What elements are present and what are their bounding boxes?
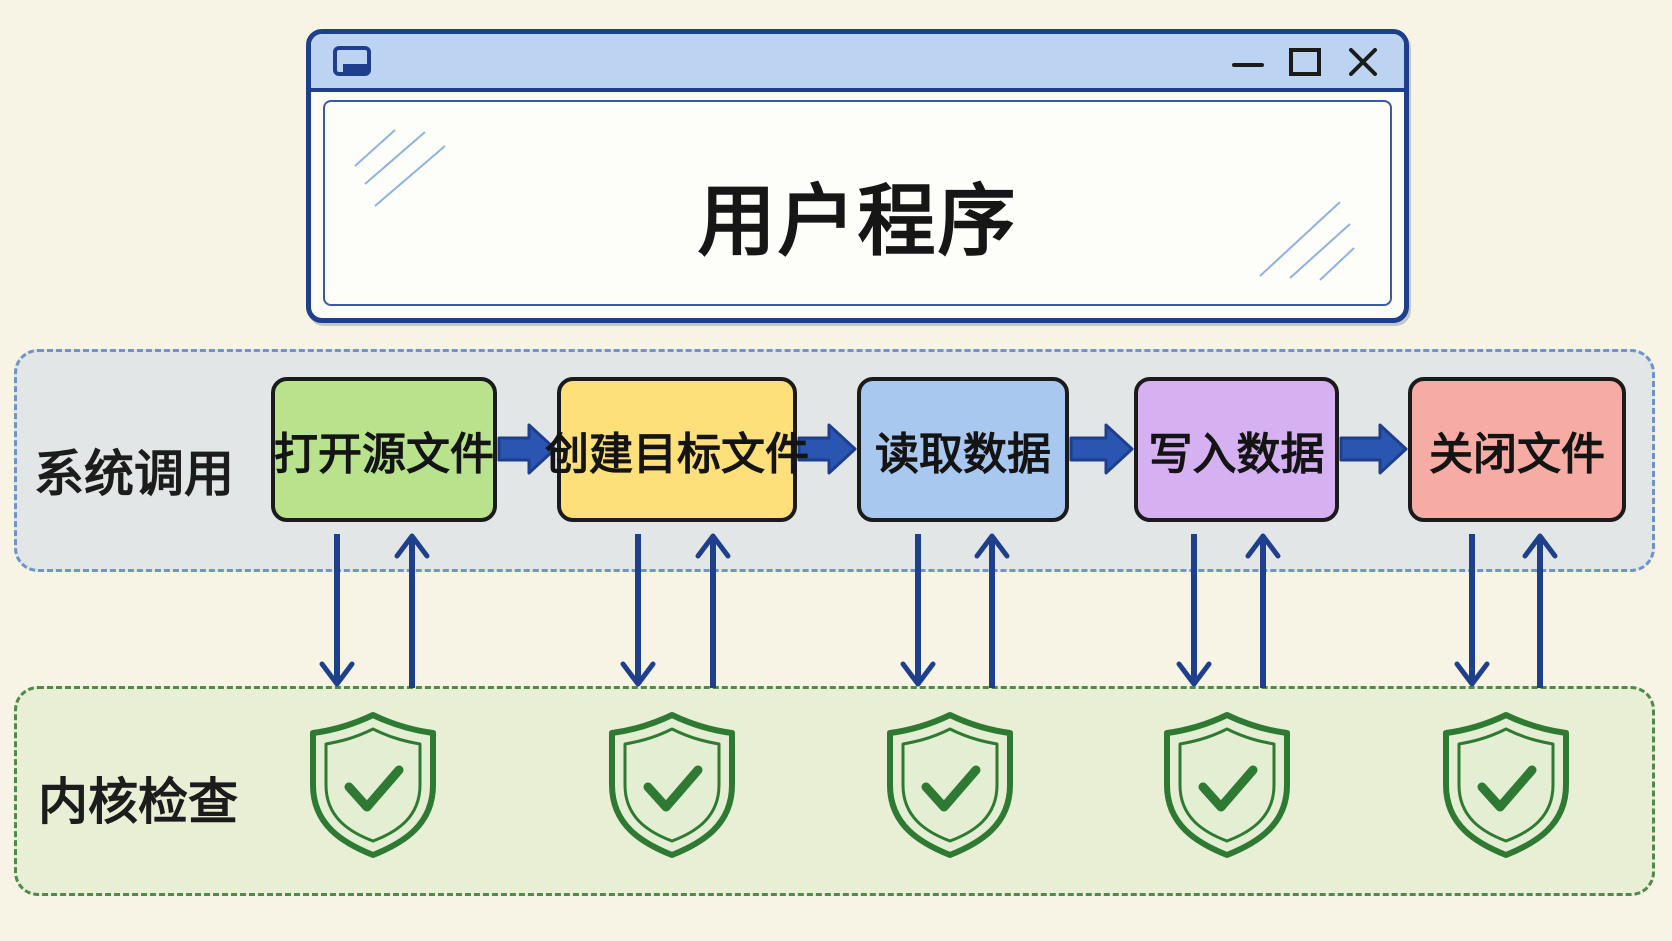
maximize-icon[interactable]: [1287, 46, 1323, 78]
shield-inner-outline: [623, 727, 721, 843]
right-arrow-icon: [797, 423, 857, 475]
up-arrow-head-icon: [1522, 533, 1558, 559]
window-title: 用户程序: [697, 177, 1018, 267]
up-arrow-head-icon: [695, 533, 731, 559]
window-content-area: [323, 100, 1392, 306]
app-window-icon: [333, 46, 371, 76]
shield-icon: [310, 712, 436, 858]
kernel-zone-label: 内核检查: [38, 773, 238, 831]
syscall-zone-label: 系统调用: [34, 445, 234, 503]
shield-icon: [1443, 712, 1569, 858]
user-program-window: 用户程序: [306, 29, 1409, 323]
minimize-icon[interactable]: [1230, 48, 1266, 78]
shield-icon: [1164, 712, 1290, 858]
down-arrow-head-icon: [620, 661, 656, 687]
up-arrow-head-icon: [974, 533, 1010, 559]
right-arrow-icon: [1339, 423, 1408, 475]
down-arrow-head-icon: [319, 661, 355, 687]
shield-icon: [887, 712, 1013, 858]
down-arrow-head-icon: [900, 661, 936, 687]
check-icon: [1477, 765, 1537, 812]
up-arrow-head-icon: [1245, 533, 1281, 559]
up-arrow-head-icon: [394, 533, 430, 559]
step-open-source-file: 打开源文件: [271, 377, 497, 522]
glass-reflection-icon: [1259, 201, 1355, 281]
down-arrow-head-icon: [1454, 661, 1490, 687]
shield-inner-outline: [324, 727, 422, 843]
step-close-file: 关闭文件: [1408, 377, 1626, 522]
glass-reflection-icon: [354, 129, 446, 207]
right-arrow-icon: [497, 423, 557, 475]
kernel-zone: [14, 686, 1655, 896]
step-create-target-file: 创建目标文件: [545, 377, 809, 522]
shield-inner-outline: [1178, 727, 1276, 843]
shield-inner-outline: [901, 727, 999, 843]
window-titlebar: [311, 34, 1404, 92]
step-write-data: 写入数据: [1134, 377, 1339, 522]
check-icon: [921, 765, 981, 812]
down-arrow-head-icon: [1176, 661, 1212, 687]
step-read-data: 读取数据: [857, 377, 1069, 522]
close-icon[interactable]: [1345, 46, 1381, 78]
shield-icon: [609, 712, 735, 858]
shield-inner-outline: [1457, 727, 1555, 843]
check-icon: [344, 765, 404, 812]
check-icon: [1198, 765, 1258, 812]
check-icon: [643, 765, 703, 812]
right-arrow-icon: [1069, 423, 1134, 475]
